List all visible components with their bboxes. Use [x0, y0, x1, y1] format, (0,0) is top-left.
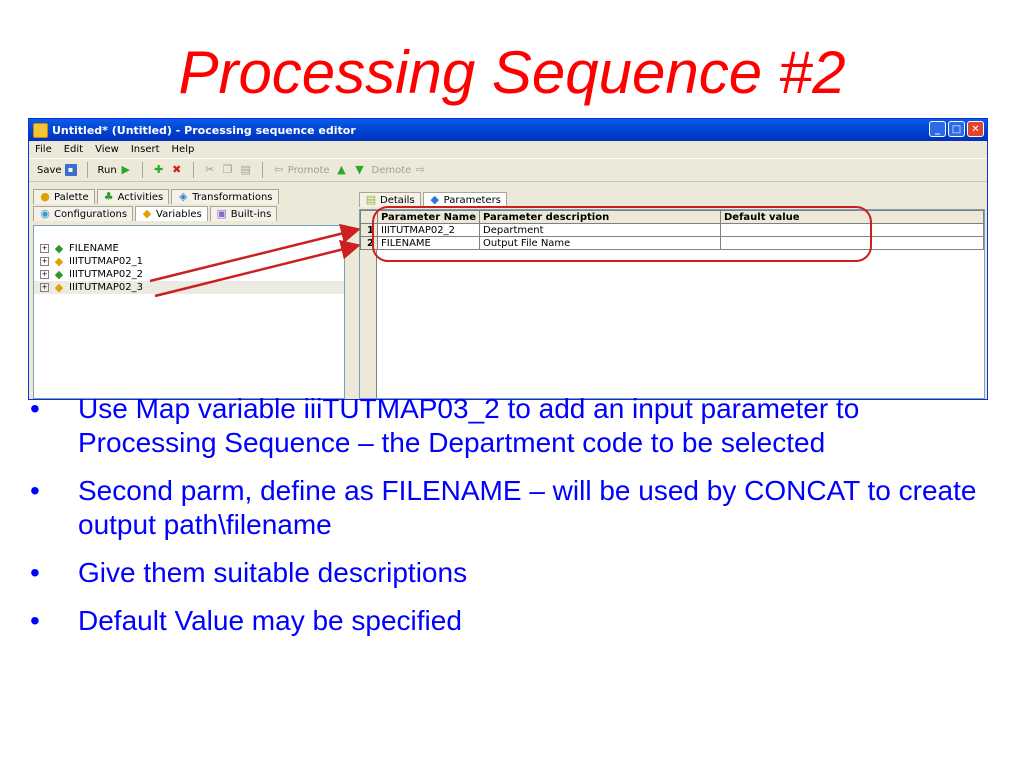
run-button[interactable]: Run ▶	[98, 164, 132, 176]
tab-variables-label: Variables	[156, 208, 202, 220]
details-icon: ▤	[365, 193, 377, 206]
right-panel: ▤ Details ◆ Parameters Parameter Name Pa…	[359, 187, 985, 399]
add-icon[interactable]: ✚	[154, 163, 164, 176]
expand-icon[interactable]: +	[40, 244, 49, 253]
minimize-button[interactable]: _	[929, 121, 946, 137]
demote-label: Demote	[371, 164, 412, 176]
window-title: Untitled* (Untitled) - Processing sequen…	[52, 123, 356, 137]
tab-palette[interactable]: ● Palette	[33, 189, 95, 204]
menu-help[interactable]: Help	[171, 144, 195, 155]
expand-icon[interactable]: +	[40, 270, 49, 279]
tab-parameters-label: Parameters	[443, 194, 501, 206]
tab-built-ins-label: Built-ins	[230, 208, 272, 220]
tree-item-label: FILENAME	[69, 243, 119, 254]
tab-configurations[interactable]: ◉ Configurations	[33, 206, 134, 221]
demote-button[interactable]: Demote ⇨	[372, 164, 427, 176]
save-label: Save	[37, 164, 62, 176]
parameters-grid: Parameter Name Parameter description Def…	[359, 209, 985, 399]
parameters-table: Parameter Name Parameter description Def…	[360, 210, 984, 250]
transformations-icon: ◈	[179, 190, 188, 203]
right-tabs: ▤ Details ◆ Parameters	[359, 187, 985, 207]
parameters-icon: ◆	[430, 193, 439, 206]
bullet-item: Give them suitable descriptions	[30, 556, 990, 590]
column-header-parameter-name[interactable]: Parameter Name	[377, 210, 480, 224]
save-button[interactable]: Save ▪	[37, 164, 77, 176]
paste-icon[interactable]: ▤	[240, 163, 251, 176]
arrow-down-icon[interactable]: ▼	[355, 163, 364, 176]
arrow-left-icon: ⇦	[274, 163, 284, 176]
menu-insert[interactable]: Insert	[130, 144, 160, 155]
bullet-list: Use Map variable iiiTUTMAP03_2 to add an…	[30, 392, 990, 652]
promote-button[interactable]: ⇦ Promote	[273, 163, 330, 176]
row-number-gutter	[360, 250, 377, 398]
tab-transformations-label: Transformations	[192, 191, 273, 203]
left-panel: ● Palette ♣ Activities ◈ Transformations…	[33, 187, 345, 399]
variable-icon: ◆	[54, 267, 64, 281]
close-button[interactable]: ✕	[967, 121, 984, 137]
run-label: Run	[97, 164, 117, 176]
map-variable-icon: ◆	[54, 254, 64, 268]
app-icon	[33, 122, 48, 138]
delete-icon[interactable]: ✖	[172, 163, 182, 176]
tree-item-label: IIITUTMAP02_1	[69, 256, 143, 267]
toolbar: Save ▪ Run ▶ ✚ ✖ ✂ ❐ ▤ ⇦ Promote ▲ ▼ Dem…	[29, 158, 987, 182]
highlight-callout	[372, 206, 872, 262]
tab-configurations-label: Configurations	[54, 208, 128, 220]
tree-item-label: IIITUTMAP02_2	[69, 269, 143, 280]
menu-view[interactable]: View	[95, 144, 119, 155]
promote-label: Promote	[287, 164, 330, 176]
toolbar-separator	[192, 162, 194, 178]
arrow-right-icon: ⇨	[415, 163, 425, 176]
left-tabs-row-1: ● Palette ♣ Activities ◈ Transformations	[33, 187, 345, 204]
variable-icon: ◆	[54, 241, 64, 255]
bullet-item: Use Map variable iiiTUTMAP03_2 to add an…	[30, 392, 990, 460]
configurations-icon: ◉	[40, 207, 50, 220]
maximize-button[interactable]: □	[948, 121, 965, 137]
parameter-description-cell[interactable]: Output File Name	[479, 236, 721, 250]
tab-activities-label: Activities	[117, 191, 164, 203]
panel-splitter[interactable]	[345, 187, 353, 399]
tree-item[interactable]: + ◆ IIITUTMAP02_1	[34, 255, 344, 268]
bullet-item: Second parm, define as FILENAME – will b…	[30, 474, 990, 542]
tree-item[interactable]: + ◆ IIITUTMAP02_3	[34, 281, 344, 294]
slide-title: Processing Sequence #2	[178, 39, 846, 106]
variables-icon: ◆	[142, 207, 152, 220]
tab-variables[interactable]: ◆ Variables	[135, 206, 208, 221]
menu-file[interactable]: File	[35, 144, 52, 155]
bullet-item: Default Value may be specified	[30, 604, 990, 638]
toolbar-separator	[86, 162, 88, 178]
tab-built-ins[interactable]: ▣ Built-ins	[209, 206, 278, 221]
palette-icon: ●	[40, 190, 50, 203]
tree-item[interactable]: + ◆ IIITUTMAP02_2	[34, 268, 344, 281]
left-tabs-row-2: ◉ Configurations ◆ Variables ▣ Built-ins	[33, 204, 345, 221]
menu-edit[interactable]: Edit	[63, 144, 84, 155]
processing-sequence-editor-window: Untitled* (Untitled) - Processing sequen…	[28, 118, 988, 400]
tree-item-label: IIITUTMAP02_3	[69, 282, 143, 293]
tab-details-label: Details	[380, 194, 415, 206]
toolbar-separator	[261, 162, 263, 178]
activities-icon: ♣	[103, 190, 114, 203]
tab-palette-label: Palette	[54, 191, 89, 203]
tab-activities[interactable]: ♣ Activities	[96, 189, 170, 204]
expand-icon[interactable]: +	[40, 257, 49, 266]
built-ins-icon: ▣	[216, 207, 227, 220]
expand-icon[interactable]: +	[40, 283, 49, 292]
cut-icon[interactable]: ✂	[205, 163, 215, 176]
toolbar-separator	[141, 162, 143, 178]
default-value-cell[interactable]	[720, 236, 984, 250]
tab-details[interactable]: ▤ Details	[359, 192, 421, 207]
table-row[interactable]: 2 FILENAME Output File Name	[360, 236, 984, 250]
map-variable-icon: ◆	[54, 280, 64, 294]
menu-bar: File Edit View Insert Help	[29, 141, 987, 158]
copy-icon[interactable]: ❐	[222, 163, 233, 176]
arrow-up-icon[interactable]: ▲	[337, 163, 346, 176]
tree-item[interactable]: + ◆ FILENAME	[34, 242, 344, 255]
tab-parameters[interactable]: ◆ Parameters	[422, 192, 507, 207]
window-titlebar[interactable]: Untitled* (Untitled) - Processing sequen…	[29, 119, 987, 141]
floppy-disk-icon: ▪	[64, 164, 77, 176]
variables-tree: + ◆ FILENAME + ◆ IIITUTMAP02_1 + ◆ IIITU…	[33, 225, 345, 399]
play-icon: ▶	[121, 163, 130, 176]
tab-transformations[interactable]: ◈ Transformations	[171, 189, 279, 204]
